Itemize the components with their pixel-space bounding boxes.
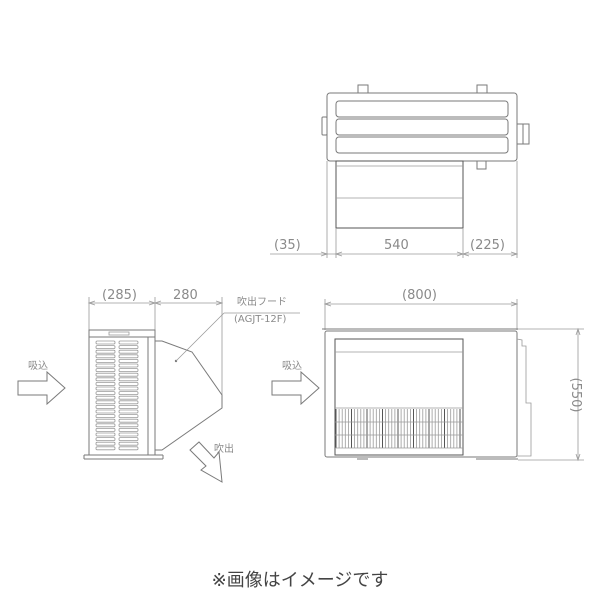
dim-unit-depth: (285) xyxy=(102,288,137,303)
image-disclaimer-caption: ※画像はイメージです xyxy=(211,570,389,591)
dim-top-right: (225) xyxy=(470,238,505,253)
front-intake-label: 吸込 xyxy=(282,360,302,372)
dim-top-left: (35) xyxy=(274,238,301,253)
intake-arrow-icon xyxy=(17,370,66,406)
side-louvers xyxy=(95,340,139,451)
side-view: (285) 280 吹出フード (AGJT-12F) 吸込 吹出 xyxy=(17,288,300,483)
hood-model: (AGJT-12F) xyxy=(234,314,287,325)
front-intake-arrow-icon xyxy=(271,370,320,406)
dim-height: (550) xyxy=(568,378,583,413)
dim-width: (800) xyxy=(402,288,437,303)
front-view: (800) (550) 吸込 xyxy=(271,288,584,462)
top-view: (35) 540 (225) xyxy=(270,84,530,258)
dim-top-center: 540 xyxy=(384,238,409,253)
hood-label: 吹出フード xyxy=(237,295,287,308)
side-intake-label: 吸込 xyxy=(28,360,48,372)
outlet-arrow-icon xyxy=(189,441,223,483)
front-grille xyxy=(335,409,463,449)
dim-hood-depth: 280 xyxy=(173,288,198,303)
outlet-label: 吹出 xyxy=(214,442,234,455)
